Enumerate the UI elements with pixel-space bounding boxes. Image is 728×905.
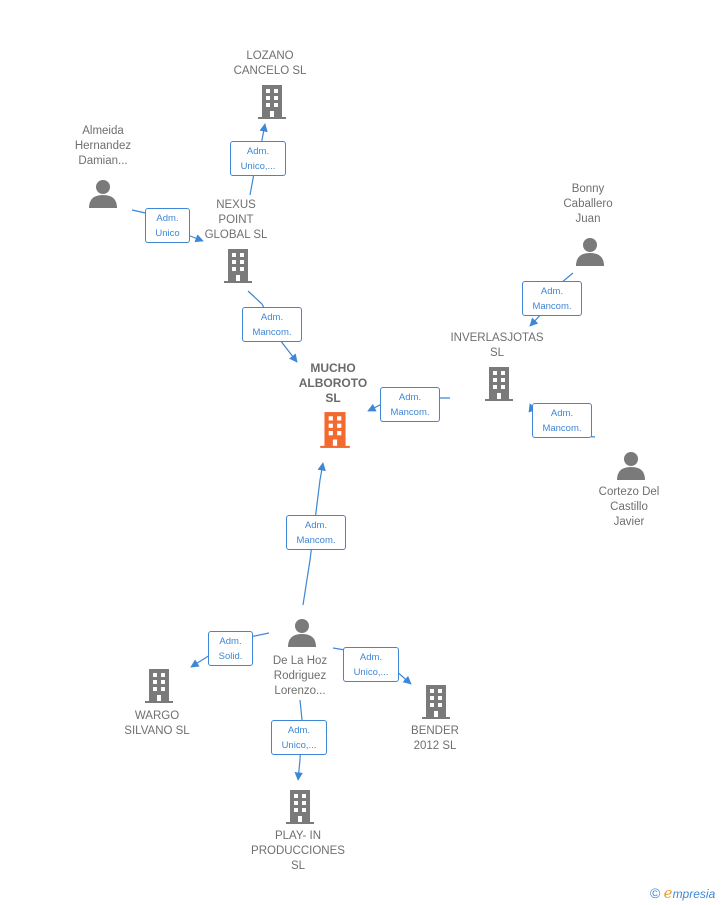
building-icon[interactable]: [143, 668, 175, 704]
edge-label-bonny-inverlasjotas[interactable]: Adm. Mancom.: [522, 281, 582, 316]
edge-label-nexus-lozano[interactable]: Adm. Unico,...: [230, 141, 286, 176]
node-label-inverlasjotas: INVERLASJOTAS SL: [450, 332, 544, 359]
node-label-cortezo-del-castillo: Cortezo Del Castillo Javier: [598, 486, 660, 528]
building-icon[interactable]: [483, 366, 515, 402]
person-icon[interactable]: [88, 178, 118, 208]
node-label-bonny-caballero: Bonny Caballero Juan: [563, 183, 613, 225]
edge-label-nexus-mucho[interactable]: Adm. Mancom.: [242, 307, 302, 342]
node-label-de-la-hoz: De La Hoz Rodriguez Lorenzo...: [272, 655, 328, 697]
focus-building-icon[interactable]: [318, 411, 352, 449]
edge-label-inverlasjotas-mucho[interactable]: Adm. Mancom.: [380, 387, 440, 422]
node-label-mucho-alboroto: MUCHO ALBOROTO SL: [298, 361, 368, 405]
brand-name: mpresia: [672, 887, 716, 901]
brand-e: e: [663, 884, 673, 902]
node-label-play-in: PLAY- IN PRODUCCIONES SL: [251, 830, 345, 872]
edge-label-delahoz-wargo[interactable]: Adm. Solid.: [208, 631, 253, 666]
edge-label-almeida-nexus[interactable]: Adm. Unico: [145, 208, 190, 243]
edge-label-delahoz-mucho[interactable]: Adm. Mancom.: [286, 515, 346, 550]
node-label-lozano-cancelo: LOZANO CANCELO SL: [233, 50, 307, 77]
edge-label-cortezo-inverlasjotas[interactable]: Adm. Mancom.: [532, 403, 592, 438]
edge-label-delahoz-bender[interactable]: Adm. Unico,...: [343, 647, 399, 682]
node-label-bender-2012: BENDER 2012 SL: [411, 725, 459, 752]
node-label-nexus-point: NEXUS POINT GLOBAL SL: [204, 199, 268, 241]
building-icon[interactable]: [222, 248, 254, 284]
building-icon[interactable]: [420, 684, 452, 720]
person-icon[interactable]: [287, 617, 317, 647]
building-icon[interactable]: [284, 789, 316, 825]
copyright-icon: ©: [650, 885, 661, 901]
person-icon[interactable]: [616, 450, 646, 480]
node-label-wargo-silvano: WARGO SILVANO SL: [124, 710, 190, 737]
person-icon[interactable]: [575, 236, 605, 266]
edge-label-delahoz-playin[interactable]: Adm. Unico,...: [271, 720, 327, 755]
node-label-almeida-hernandez: Almeida Hernandez Damian...: [74, 125, 132, 167]
building-icon[interactable]: [256, 84, 288, 120]
empresia-logo[interactable]: © empresia: [650, 884, 715, 902]
